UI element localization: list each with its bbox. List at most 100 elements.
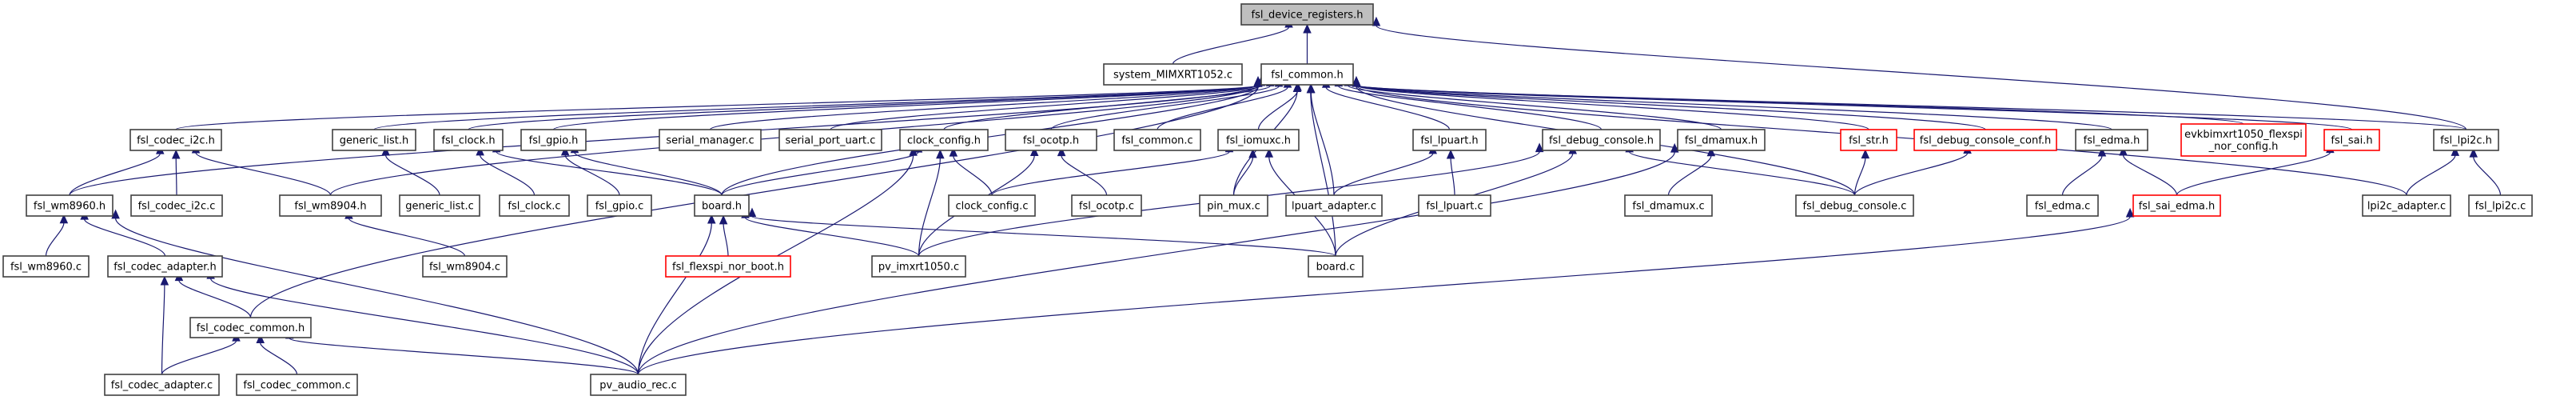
node-fsl-sai-h[interactable]: fsl_sai.h	[2323, 129, 2380, 151]
node-clock-config-c[interactable]: clock_config.c	[948, 194, 1036, 217]
node-fsl-dmamux-c[interactable]: fsl_dmamux.c	[1624, 194, 1713, 217]
node-box[interactable]	[2, 255, 90, 278]
node-box[interactable]	[236, 374, 358, 396]
node-fsl-codec-common-h[interactable]: fsl_codec_common.h	[189, 317, 312, 338]
node-box[interactable]	[104, 374, 220, 396]
node-box[interactable]	[2132, 194, 2221, 217]
node-fsl-str-h[interactable]: fsl_str.h	[1840, 129, 1897, 151]
node-box[interactable]	[422, 255, 508, 278]
node-box[interactable]	[107, 255, 223, 278]
node-clock-config-h[interactable]: clock_config.h	[899, 129, 989, 151]
node-fsl-ocotp-c[interactable]: fsl_ocotp.c	[1071, 194, 1142, 217]
node-box[interactable]	[2433, 129, 2499, 151]
node-fsl-debug-console-c[interactable]: fsl_debug_console.c	[1795, 194, 1914, 217]
node-fsl-ocotp-h[interactable]: fsl_ocotp.h	[1005, 129, 1097, 151]
node-fsl-lpi2c-h[interactable]: fsl_lpi2c.h	[2433, 129, 2499, 151]
node-box[interactable]	[2362, 194, 2451, 217]
node-box[interactable]	[1542, 129, 1661, 151]
node-box[interactable]	[1412, 129, 1487, 151]
node-box[interactable]	[1624, 194, 1713, 217]
node-box[interactable]	[694, 194, 750, 217]
node-box[interactable]	[2180, 123, 2307, 157]
node-fsl-wm8960-h[interactable]: fsl_wm8960.h	[26, 194, 113, 217]
node-box[interactable]	[2323, 129, 2380, 151]
node-box[interactable]	[2075, 129, 2148, 151]
node-box[interactable]	[1240, 3, 1374, 26]
node-lpuart-adapter-c[interactable]: lpuart_adapter.c	[1285, 194, 1383, 217]
node-fsl-gpio-h[interactable]: fsl_gpio.h	[520, 129, 587, 151]
node-fsl-gpio-c[interactable]: fsl_gpio.c	[587, 194, 652, 217]
node-box[interactable]	[26, 194, 113, 217]
node-box[interactable]	[1071, 194, 1142, 217]
node-box[interactable]	[659, 129, 762, 151]
node-box[interactable]	[129, 129, 222, 151]
node-fsl-codec-adapter-h[interactable]: fsl_codec_adapter.h	[107, 255, 223, 278]
node-fsl-lpi2c-c[interactable]: fsl_lpi2c.c	[2468, 194, 2533, 217]
node-box[interactable]	[587, 194, 652, 217]
node-box[interactable]	[1199, 194, 1268, 217]
node-box[interactable]	[2026, 194, 2099, 217]
node-box[interactable]	[665, 255, 791, 278]
node-lpi2c-adapter-c[interactable]: lpi2c_adapter.c	[2362, 194, 2451, 217]
node-box[interactable]	[520, 129, 587, 151]
node-board-h[interactable]: board.h	[694, 194, 750, 217]
node-fsl-common-c[interactable]: fsl_common.c	[1113, 129, 1201, 151]
node-box[interactable]	[1217, 129, 1300, 151]
node-fsl-flexspi-nor-boot-h[interactable]: fsl_flexspi_nor_boot.h	[665, 255, 791, 278]
node-board-c[interactable]: board.c	[1308, 255, 1364, 278]
node-box[interactable]	[2468, 194, 2533, 217]
node-box[interactable]	[499, 194, 570, 217]
node-fsl-edma-c[interactable]: fsl_edma.c	[2026, 194, 2099, 217]
node-fsl-common-h[interactable]: fsl_common.h	[1260, 63, 1354, 86]
node-fsl-codec-i2c-h[interactable]: fsl_codec_i2c.h	[129, 129, 222, 151]
node-pin-mux-c[interactable]: pin_mux.c	[1199, 194, 1268, 217]
node-box[interactable]	[1308, 255, 1364, 278]
node-box[interactable]	[433, 129, 504, 151]
node-box[interactable]	[1677, 129, 1766, 151]
node-box[interactable]	[1005, 129, 1097, 151]
node-fsl-sai-edma-h[interactable]: fsl_sai_edma.h	[2132, 194, 2221, 217]
node-evkbimxrt1050-flexspi-nor-config-h[interactable]: evkbimxrt1050_flexspi_nor_config.h	[2180, 123, 2307, 157]
node-box[interactable]	[1285, 194, 1383, 217]
node-box[interactable]	[590, 374, 687, 396]
node-box[interactable]	[332, 129, 416, 151]
node-serial-port-uart-c[interactable]: serial_port_uart.c	[778, 129, 882, 151]
node-box[interactable]	[1103, 63, 1243, 86]
node-fsl-device-registers-h[interactable]: fsl_device_registers.h	[1240, 3, 1374, 26]
node-box[interactable]	[279, 194, 382, 217]
node-fsl-clock-c[interactable]: fsl_clock.c	[499, 194, 570, 217]
node-fsl-clock-h[interactable]: fsl_clock.h	[433, 129, 504, 151]
node-system-mimxrt1052-c[interactable]: system_MIMXRT1052.c	[1103, 63, 1243, 86]
node-box[interactable]	[399, 194, 480, 217]
node-box[interactable]	[899, 129, 989, 151]
node-fsl-wm8904-h[interactable]: fsl_wm8904.h	[279, 194, 382, 217]
node-fsl-codec-adapter-c[interactable]: fsl_codec_adapter.c	[104, 374, 220, 396]
node-box[interactable]	[1113, 129, 1201, 151]
node-fsl-debug-console-h[interactable]: fsl_debug_console.h	[1542, 129, 1661, 151]
node-fsl-codec-common-c[interactable]: fsl_codec_common.c	[236, 374, 358, 396]
node-serial-manager-c[interactable]: serial_manager.c	[659, 129, 762, 151]
node-fsl-iomuxc-h[interactable]: fsl_iomuxc.h	[1217, 129, 1300, 151]
node-fsl-lpuart-h[interactable]: fsl_lpuart.h	[1412, 129, 1487, 151]
node-generic-list-h[interactable]: generic_list.h	[332, 129, 416, 151]
node-box[interactable]	[1418, 194, 1491, 217]
node-generic-list-c[interactable]: generic_list.c	[399, 194, 480, 217]
node-fsl-codec-i2c-c[interactable]: fsl_codec_i2c.c	[130, 194, 223, 217]
node-box[interactable]	[1260, 63, 1354, 86]
node-fsl-lpuart-c[interactable]: fsl_lpuart.c	[1418, 194, 1491, 217]
node-box[interactable]	[189, 317, 312, 338]
node-fsl-edma-h[interactable]: fsl_edma.h	[2075, 129, 2148, 151]
node-fsl-debug-console-conf-h[interactable]: fsl_debug_console_conf.h	[1913, 129, 2057, 151]
node-box[interactable]	[1795, 194, 1914, 217]
node-fsl-dmamux-h[interactable]: fsl_dmamux.h	[1677, 129, 1766, 151]
node-box[interactable]	[948, 194, 1036, 217]
node-box[interactable]	[778, 129, 882, 151]
node-box[interactable]	[1913, 129, 2057, 151]
node-box[interactable]	[130, 194, 223, 217]
node-box[interactable]	[1840, 129, 1897, 151]
node-fsl-wm8904-c[interactable]: fsl_wm8904.c	[422, 255, 508, 278]
node-fsl-wm8960-c[interactable]: fsl_wm8960.c	[2, 255, 90, 278]
node-pv-imxrt1050-c[interactable]: pv_imxrt1050.c	[871, 255, 966, 278]
node-pv-audio-rec-c[interactable]: pv_audio_rec.c	[590, 374, 687, 396]
node-box[interactable]	[871, 255, 966, 278]
